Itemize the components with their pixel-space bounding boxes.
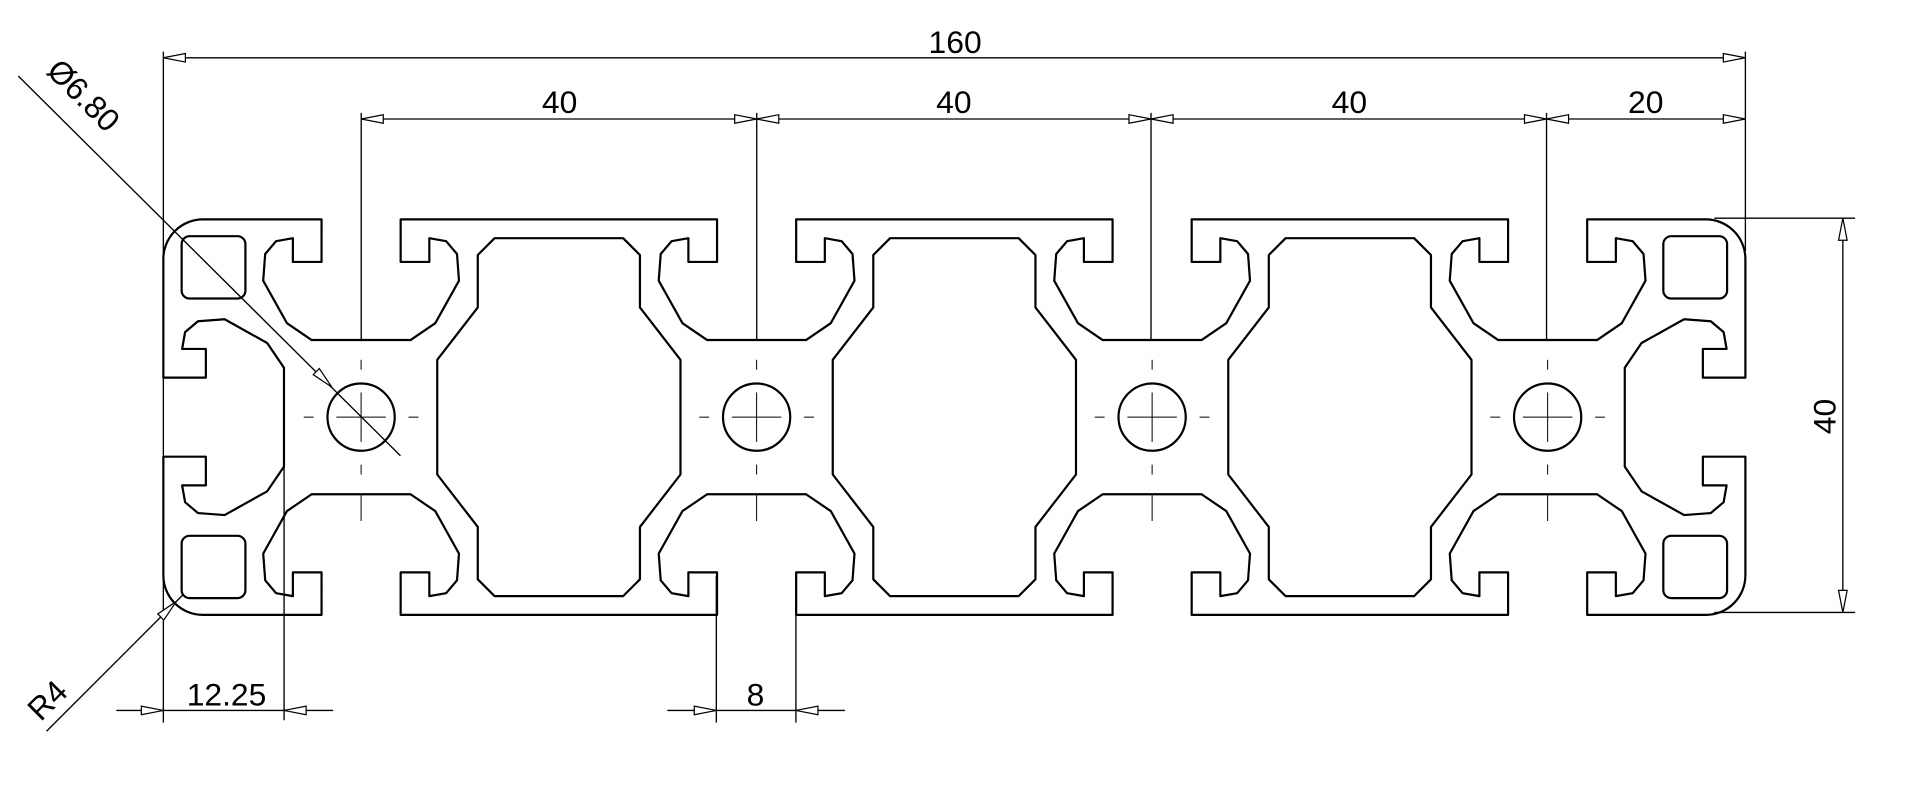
center-hole (1119, 384, 1186, 451)
center-hole (327, 384, 394, 451)
dim-height-label: 40 (1807, 399, 1843, 434)
dim-corner-radius-label: R4 (20, 673, 74, 727)
profile-outline (163, 219, 1745, 615)
dimension-arrow (1837, 589, 1848, 613)
profile-cavity (1228, 238, 1471, 596)
profile-cavity (833, 238, 1076, 596)
dimension-arrow (734, 113, 757, 125)
dim-pitch-2-label: 40 (936, 84, 971, 120)
dimension-arrow (283, 705, 307, 716)
dimension-arrow (163, 52, 186, 63)
leader-line (17, 75, 401, 457)
dim-slot-depth-label: 12.25 (187, 677, 267, 713)
dimension-arrow (1150, 113, 1174, 125)
dimension-arrow (361, 113, 384, 125)
corner-cavity (1663, 236, 1727, 298)
dimension-arrow (1523, 113, 1547, 125)
dimension-lines (17, 51, 1856, 732)
corner-cavity (1663, 536, 1727, 598)
dimension-arrow (1722, 113, 1746, 125)
dim-pitch-3-label: 40 (1332, 84, 1367, 120)
corner-cavity (182, 236, 246, 298)
center-hole (1514, 384, 1581, 451)
dim-hole-diameter-label: Ø6.80 (40, 52, 127, 139)
dimension-arrow (1722, 52, 1746, 63)
dim-overall-width-label: 160 (929, 24, 982, 60)
dimension-arrow (312, 367, 333, 388)
dimension-arrow (1546, 113, 1570, 125)
corner-cavity (182, 536, 246, 598)
dimension-arrow (756, 113, 780, 125)
dimension-arrow (693, 705, 717, 716)
profile-cavity (437, 238, 680, 596)
dim-slot-width-label: 8 (747, 677, 765, 713)
dimension-arrow (140, 705, 164, 716)
dim-end-pitch-label: 20 (1628, 84, 1663, 120)
dim-pitch-1-label: 40 (542, 84, 577, 120)
dimension-arrow (156, 600, 177, 622)
dimension-arrow (1837, 218, 1848, 241)
center-hole (723, 384, 790, 451)
profile-cross-section (163, 219, 1745, 615)
dimension-arrow (1128, 113, 1152, 125)
dimension-arrow (795, 705, 819, 716)
